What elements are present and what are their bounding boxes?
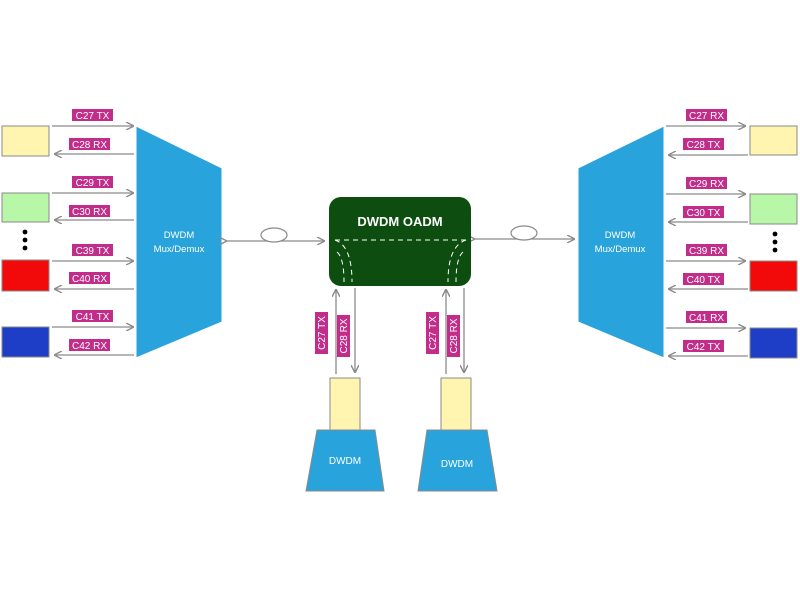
fiber-coil-left-icon [260,227,288,243]
right-tx-label-4: C42 TX [687,342,721,353]
left-tx-label-4: C41 TX [76,312,110,323]
right-tx-label-1: C28 TX [687,140,721,151]
left-tx-label-3: C39 TX [76,246,110,257]
right-transceiver-red [749,260,798,292]
left-transceiver-yellow [1,125,50,157]
right-rx-label-3: C39 RX [689,246,724,257]
drop-left-dwdm-label: DWDM [329,456,361,467]
right-ellipsis-dots [772,231,778,253]
left-tx-label-2: C29 TX [76,178,110,189]
drop-left-dwdm [305,429,385,492]
left-tx-label-1: C27 TX [76,111,110,122]
drop-right-dwdm-label: DWDM [441,459,473,470]
right-mux-label-line2: Mux/Demux [595,244,646,255]
oadm-box [329,197,471,286]
oadm-internal-paths [334,239,467,283]
left-rx-label-3: C40 RX [72,274,107,285]
right-transceiver-yellow [749,125,798,156]
drop-left-rx-label: C28 RX [339,318,350,353]
drop-left-transceiver [329,377,361,431]
drop-right-transceiver [440,377,472,431]
right-mux-label-line1: DWDM [605,230,636,241]
right-tx-label-2: C30 TX [687,208,721,219]
left-rx-label-1: C28 RX [72,140,107,151]
right-mux-demux [577,125,665,359]
left-rx-label-4: C42 RX [72,341,107,352]
left-transceiver-blue [1,326,50,358]
right-transceiver-blue [749,327,798,359]
right-tx-label-3: C40 TX [687,275,721,286]
left-mux-label-line1: DWDM [164,230,195,241]
left-transceiver-green [1,192,50,223]
right-rx-label-4: C41 RX [689,313,724,324]
drop-right-rx-label: C28 RX [449,318,460,353]
drop-right-dwdm [417,429,498,492]
right-rx-label-1: C27 RX [689,111,724,122]
drop-right-tx-label: C27 TX [428,316,439,350]
left-mux-demux [135,125,223,359]
left-ellipsis-dots [22,229,28,251]
fiber-coil-right-icon [510,225,538,241]
left-mux-label-line2: Mux/Demux [154,244,205,255]
right-transceiver-green [749,193,798,225]
left-transceiver-red [1,259,50,292]
oadm-title: DWDM OADM [357,214,442,229]
left-rx-label-2: C30 RX [72,207,107,218]
drop-left-tx-label: C27 TX [317,316,328,350]
right-rx-label-2: C29 RX [689,179,724,190]
